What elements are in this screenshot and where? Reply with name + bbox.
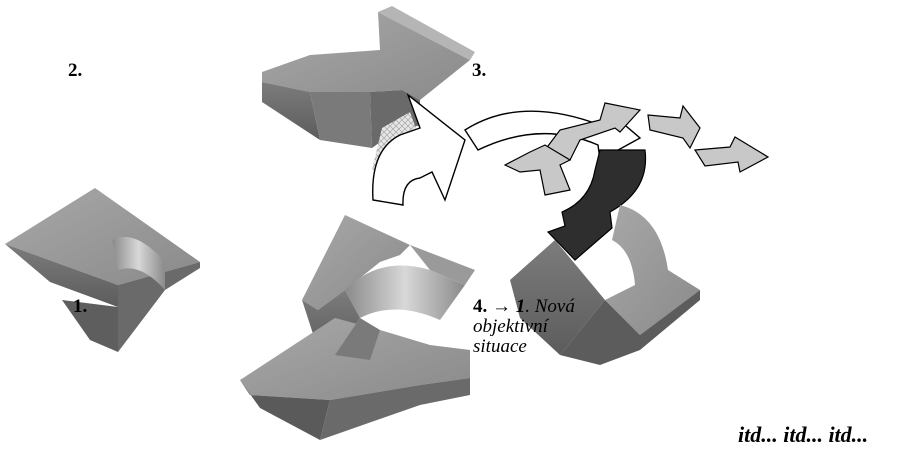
step-1-label: 1.: [73, 297, 87, 317]
step-4-number: 1: [516, 296, 526, 317]
step-3-label: 3.: [472, 61, 486, 81]
continuation-text: itd... itd... itd...: [738, 423, 868, 446]
step-4-prefix: 4. →: [473, 296, 516, 317]
step-4-rest: . Nová: [525, 296, 575, 317]
step-4-label: 4. → 1. Nová objektivní situace: [473, 297, 575, 357]
step-4-line2: objektivní: [473, 317, 575, 337]
step-2-label: 2.: [68, 61, 82, 81]
arrow-1-icon: [5, 188, 200, 352]
step-4-line3: situace: [473, 337, 575, 357]
arrow-4-icon: [240, 215, 475, 440]
